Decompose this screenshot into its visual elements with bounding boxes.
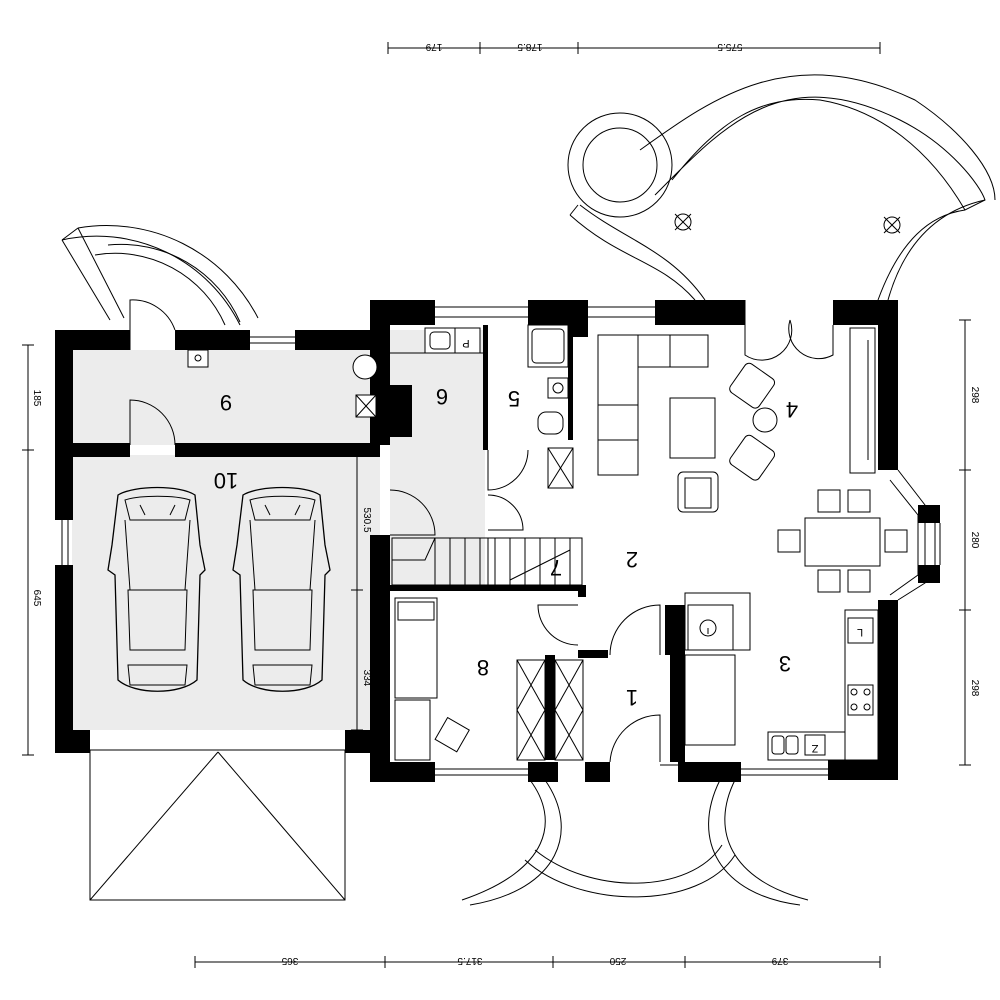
room-label-3: 3 <box>779 651 791 676</box>
room-3-kitchen <box>684 592 879 761</box>
dim-top-1: 179 <box>425 41 442 52</box>
pantry-mark: P <box>462 337 469 349</box>
dim-right-1: 298 <box>969 387 980 404</box>
car-right <box>232 486 331 692</box>
room-6-fixtures <box>390 327 483 354</box>
room-label-4: 4 <box>786 397 798 422</box>
bottom-entrance-arcs <box>461 779 809 906</box>
doors <box>129 299 834 766</box>
room-label-5: 5 <box>508 386 520 411</box>
room-label-2: 2 <box>626 547 638 572</box>
room-label-1: 1 <box>626 685 638 710</box>
dim-bottom-3: 250 <box>609 955 626 966</box>
room-label-9: 9 <box>220 390 232 415</box>
room-label-8: 8 <box>477 655 489 680</box>
corridor-floor <box>390 330 485 585</box>
dim-top-3: 575.5 <box>717 41 742 52</box>
dim-bottom-2: 317.5 <box>457 955 482 966</box>
stairs <box>391 537 583 586</box>
lamp-marker <box>883 216 901 234</box>
windows <box>61 306 941 776</box>
room-5-bathroom <box>527 324 574 489</box>
dim-right-3: 298 <box>969 680 980 697</box>
sink-mark: Z <box>811 742 818 754</box>
dining-set <box>777 489 908 593</box>
fridge-mark: L <box>857 626 863 638</box>
dim-bottom-1: 365 <box>281 955 298 966</box>
room-label-7: 7 <box>550 555 562 580</box>
dim-left-2: 645 <box>31 590 42 607</box>
left-entrance-arcs <box>61 225 259 326</box>
dim-inner-2: 334 <box>361 670 372 687</box>
dim-right-2: 280 <box>969 532 980 549</box>
dimension-lines <box>22 42 971 968</box>
utility-floor <box>72 350 380 445</box>
room-9-fixtures <box>187 349 378 418</box>
driveway <box>89 749 346 901</box>
room-label-10: 10 <box>214 468 238 493</box>
room-8-furniture <box>394 597 584 761</box>
dim-bottom-4: 379 <box>771 955 788 966</box>
room-label-6: 6 <box>436 384 448 409</box>
dim-top-2: 178.5 <box>517 41 542 52</box>
dim-left-1: 185 <box>31 390 42 407</box>
dim-inner-1: 530.5 <box>361 507 372 532</box>
lamp-marker <box>674 213 692 231</box>
room-4-furniture <box>597 327 876 513</box>
terrace-curves <box>567 74 996 301</box>
walls <box>55 300 940 782</box>
car-left <box>107 486 206 692</box>
